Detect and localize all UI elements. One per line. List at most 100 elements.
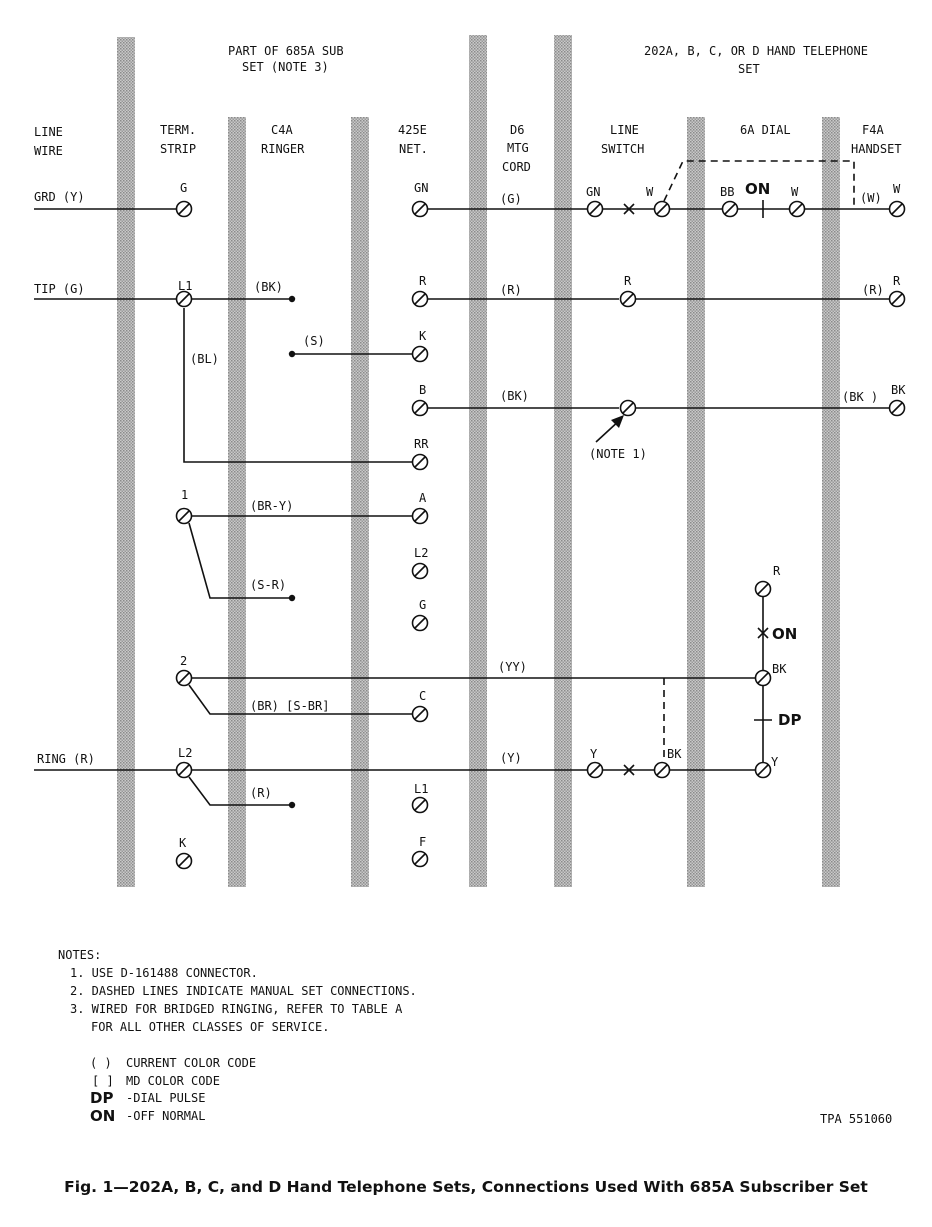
mark-on-right: ON <box>772 625 797 643</box>
col-line-switch: SWITCH <box>601 142 644 156</box>
screw-terminal <box>411 562 429 580</box>
col-term-strip: STRIP <box>160 142 196 156</box>
screw-terminal <box>653 761 671 779</box>
separator-bars <box>117 35 840 887</box>
screw-terminal <box>175 290 193 308</box>
term-label: C <box>419 689 426 703</box>
drawing-number: TPA 551060 <box>820 1112 892 1126</box>
screw-terminal <box>175 507 193 525</box>
col-f4a-handset: HANDSET <box>851 142 902 156</box>
legend-on-text: -OFF NORMAL <box>126 1109 205 1123</box>
term-label: GN <box>414 181 428 195</box>
legend-dp-text: -DIAL PULSE <box>126 1091 205 1105</box>
wire-color: (YY) <box>498 660 527 674</box>
col-6a-dial: 6A DIAL <box>740 123 791 137</box>
wire-r-ringer <box>188 776 292 806</box>
term-label: W <box>893 182 901 196</box>
wire-color: (BK ) <box>842 390 878 404</box>
screw-terminal <box>754 669 772 687</box>
term-label: BK <box>891 383 906 397</box>
note-2: 2. DASHED LINES INDICATE MANUAL SET CONN… <box>70 984 417 998</box>
header-hand-set: 202A, B, C, OR D HAND TELEPHONE <box>644 44 868 58</box>
screw-terminal <box>619 290 637 308</box>
term-label: 1 <box>181 488 188 502</box>
screw-terminal <box>411 399 429 417</box>
term-label: L2 <box>178 746 192 760</box>
wire-br <box>188 684 413 715</box>
col-c4a-ringer: C4A <box>271 123 293 137</box>
separator-bar <box>117 37 135 887</box>
screw-terminal <box>586 200 604 218</box>
col-line-wire: WIRE <box>34 144 63 158</box>
term-label: GN <box>586 185 600 199</box>
separator-bar <box>469 35 487 887</box>
col-term-strip: TERM. <box>160 123 196 137</box>
term-label: R <box>893 274 901 288</box>
screw-terminal <box>754 761 772 779</box>
legend-paren-symbol: ( ) <box>90 1056 112 1070</box>
col-d6-cord: MTG <box>507 141 529 155</box>
term-label: W <box>791 185 799 199</box>
mark-note1: (NOTE 1) <box>589 447 647 461</box>
screw-terminal <box>411 796 429 814</box>
note-1: 1. USE D-161488 CONNECTOR. <box>70 966 258 980</box>
screw-terminal <box>411 200 429 218</box>
col-425e-net: NET. <box>399 142 428 156</box>
term-label: R <box>419 274 427 288</box>
term-label: Y <box>590 747 598 761</box>
term-label: W <box>646 185 654 199</box>
term-label: 2 <box>180 654 187 668</box>
mark-on-dial: ON <box>745 180 770 198</box>
separator-bar <box>687 117 705 887</box>
legend-bracket-symbol: [ ] <box>92 1074 114 1088</box>
term-label: B <box>419 383 426 397</box>
header-hand-set-2: SET <box>738 62 760 76</box>
separator-bar <box>822 117 840 887</box>
screw-terminal <box>888 290 906 308</box>
term-label: L2 <box>414 546 428 560</box>
wire-color: (W) <box>860 191 882 205</box>
note-3a: 3. WIRED FOR BRIDGED RINGING, REFER TO T… <box>70 1002 403 1016</box>
col-line-switch: LINE <box>610 123 639 137</box>
dial-contact-on <box>757 627 769 639</box>
wire-s-r <box>188 522 292 599</box>
header-sub-set: PART OF 685A SUB <box>228 44 344 58</box>
screw-terminal <box>653 200 671 218</box>
term-label: RR <box>414 437 429 451</box>
screw-terminal <box>411 614 429 632</box>
line-label-tip: TIP (G) <box>34 282 85 296</box>
legend-dp-symbol: DP <box>90 1089 113 1107</box>
term-label: A <box>419 491 427 505</box>
term-label: BK <box>667 747 682 761</box>
wire-end-dot <box>288 350 296 358</box>
separator-bar <box>228 117 246 887</box>
term-label: L1 <box>414 782 428 796</box>
screw-terminal <box>754 580 772 598</box>
screw-terminal <box>411 705 429 723</box>
screw-terminal <box>721 200 739 218</box>
separator-bar <box>554 35 572 887</box>
term-label: F <box>419 835 426 849</box>
switch-contact-grd <box>623 203 635 215</box>
term-label: K <box>419 329 427 343</box>
screw-terminal <box>411 453 429 471</box>
separator-bar <box>351 117 369 887</box>
wire-color: (Y) <box>500 751 522 765</box>
screw-terminal <box>411 345 429 363</box>
term-label: BK <box>772 662 787 676</box>
col-line-wire: LINE <box>34 125 63 139</box>
mark-dp: DP <box>778 711 801 729</box>
wire-end-dot <box>288 295 296 303</box>
header-sub-set-2: SET (NOTE 3) <box>242 60 329 74</box>
wire-color: (BK) <box>500 389 529 403</box>
term-label: R <box>773 564 781 578</box>
wire-color: (BK) <box>254 280 283 294</box>
wire-end-dot <box>288 801 296 809</box>
legend-bracket-text: MD COLOR CODE <box>126 1074 220 1088</box>
screw-terminal <box>586 761 604 779</box>
term-label: BB <box>720 185 734 199</box>
notes-heading: NOTES: <box>58 948 101 962</box>
screw-terminal <box>788 200 806 218</box>
wire-color: (R) <box>250 786 272 800</box>
